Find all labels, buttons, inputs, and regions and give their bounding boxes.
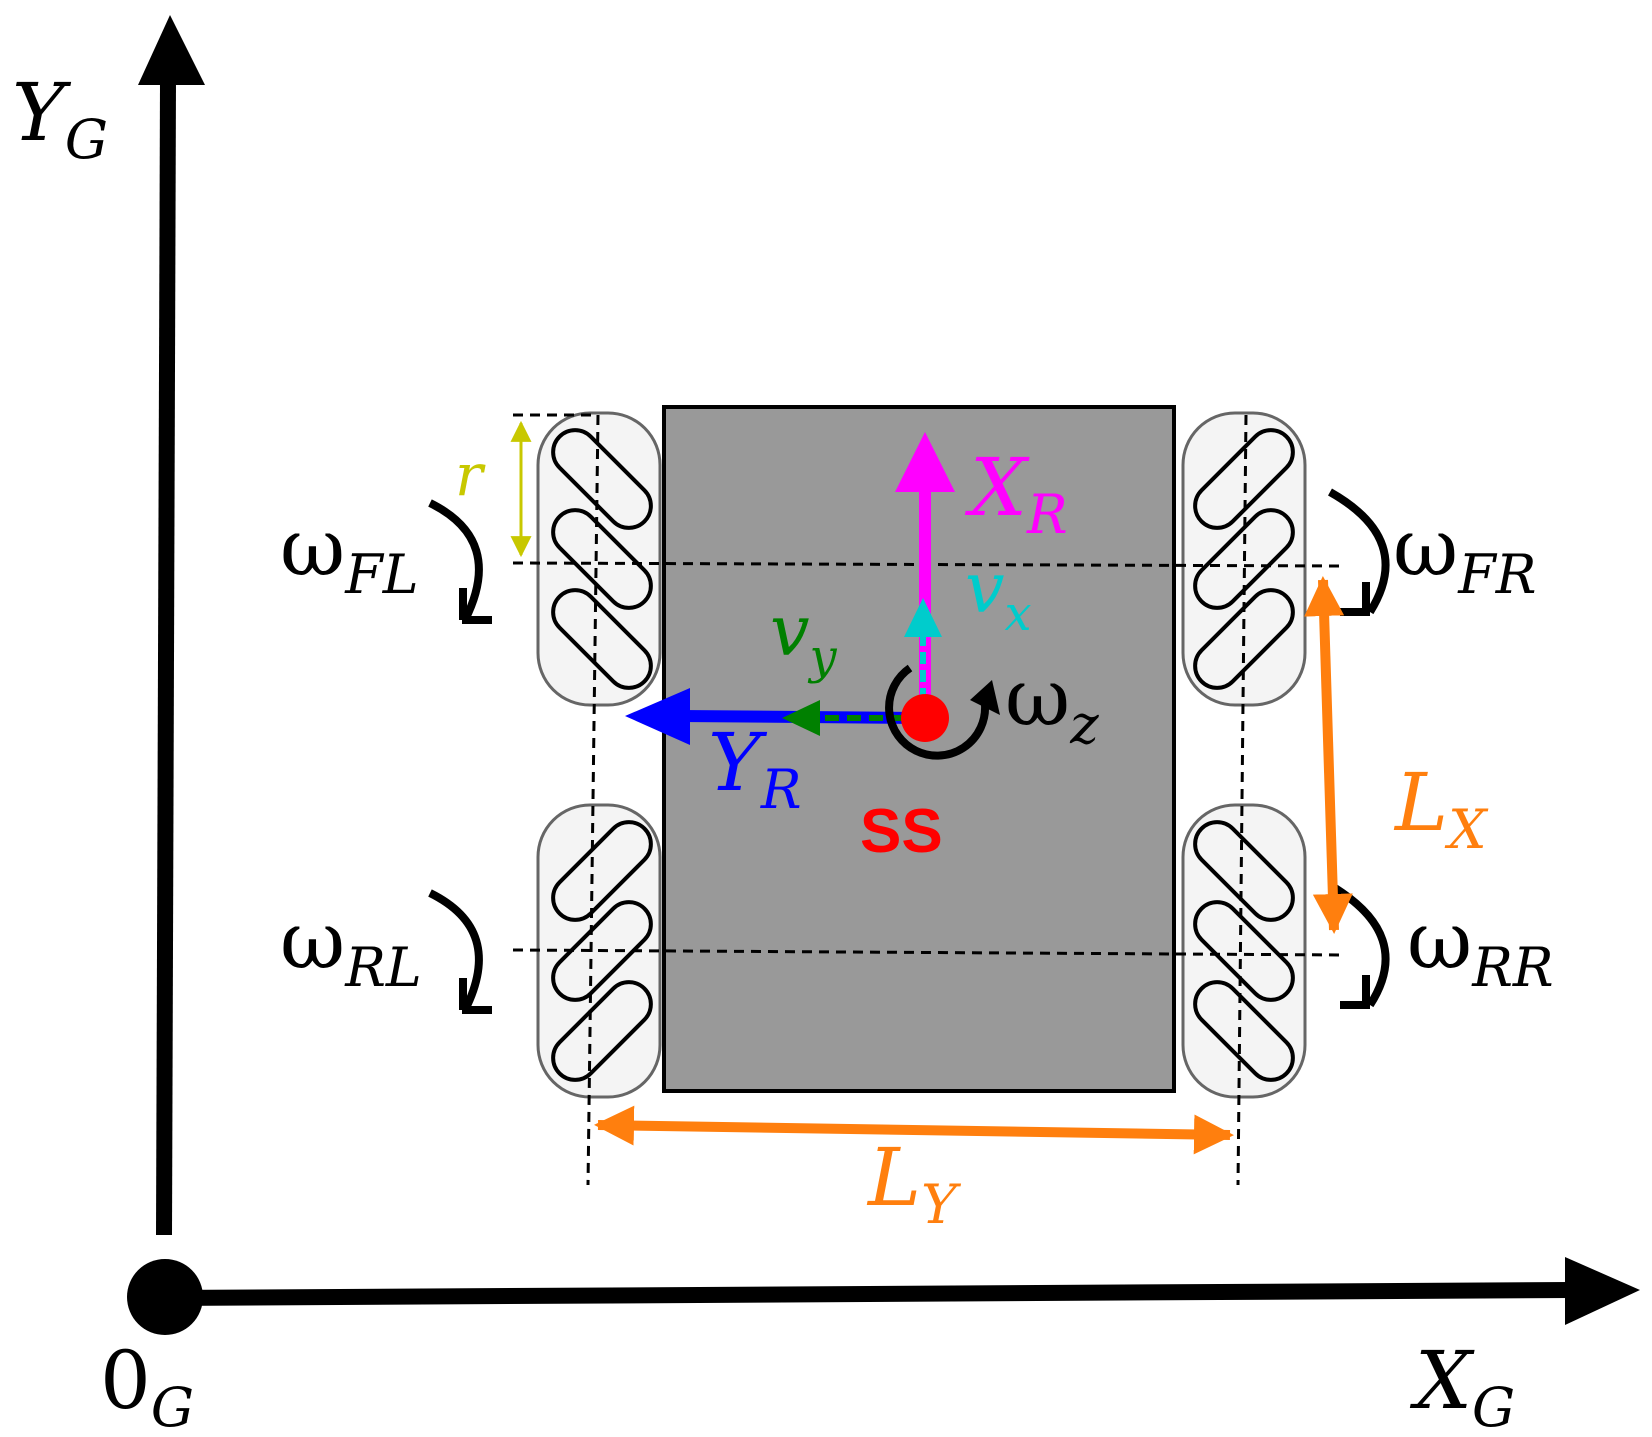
wrl-label: ωRL	[280, 894, 422, 999]
ly-label: LY	[866, 1131, 961, 1236]
x-robot-label: XR	[964, 441, 1068, 546]
x-robot-arrowhead	[895, 432, 955, 492]
radius-label: r	[455, 441, 486, 509]
rl-rotation	[428, 889, 492, 1014]
wfl-label: ωFL	[280, 501, 419, 606]
y-global-label: YG	[12, 66, 108, 171]
fl-rotation	[428, 499, 492, 624]
wz-label: ωz	[1005, 651, 1099, 756]
rr-rotation	[1327, 881, 1390, 1009]
lx-arrow	[1304, 576, 1353, 934]
vx-arrowhead	[904, 598, 942, 637]
vy-arrowhead	[782, 700, 820, 736]
vx-label: vx	[965, 547, 1032, 642]
wfr-label: ωFR	[1393, 501, 1536, 606]
vy-label: vy	[770, 590, 838, 685]
wrr-label: ωRR	[1407, 894, 1554, 999]
y-global-arrowhead	[138, 15, 205, 85]
robot-center-dot	[901, 694, 949, 742]
ly-arrow	[594, 1105, 1234, 1155]
wheel-rear-right	[1181, 803, 1307, 1099]
center-text: SS	[860, 797, 943, 866]
fr-rotation	[1328, 488, 1390, 616]
y-robot-arrowhead	[625, 688, 690, 745]
wz-rotation-arrow	[885, 664, 990, 760]
x-global-label: XG	[1409, 1334, 1515, 1437]
x-global-arrowhead	[1565, 1257, 1640, 1325]
wheel-front-left	[536, 411, 662, 707]
origin-label: 0G	[100, 1334, 194, 1437]
origin-dot	[127, 1259, 203, 1335]
wz-arrowhead	[970, 680, 1000, 715]
y-global-axis	[156, 79, 176, 1236]
y-robot-label: YR	[708, 716, 801, 821]
global-frame: YG XG 0G	[12, 15, 1640, 1437]
lx-label: LX	[1393, 756, 1489, 861]
x-global-axis	[164, 1282, 1571, 1306]
